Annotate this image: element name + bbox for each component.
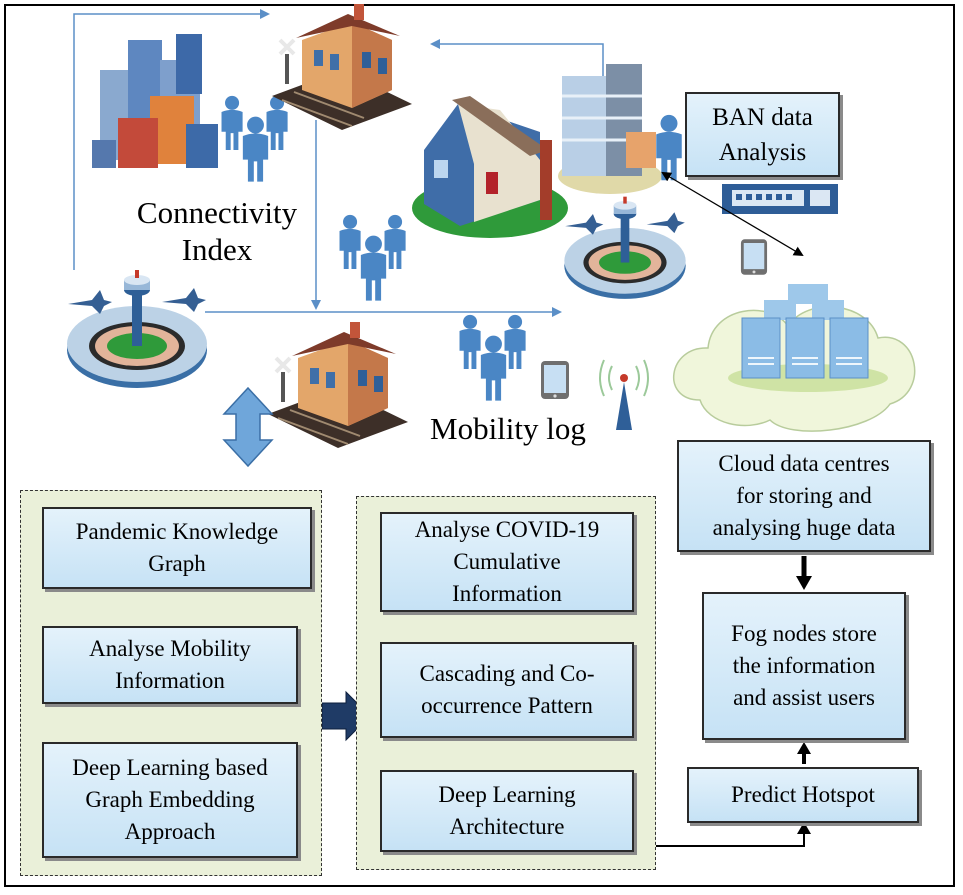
crowd-icon [340, 215, 406, 301]
mobility-log-label: Mobility log [430, 411, 586, 446]
house-icon [412, 96, 568, 238]
city-skyline-icon [92, 34, 218, 168]
airport-tower-icon [67, 270, 207, 388]
network-switch-icon [722, 184, 838, 214]
ban-link-arrow [661, 171, 804, 257]
tablet-icon [740, 239, 768, 275]
crowd-icon [460, 315, 526, 401]
user-icon [656, 114, 682, 181]
office-building-icon [558, 64, 662, 194]
train-station-icon [268, 320, 408, 448]
cascading-pattern-box: Cascading and Co-occurrence Pattern [380, 642, 634, 738]
diagram-frame [4, 4, 955, 887]
bidirectional-arrow [222, 386, 274, 468]
airport-tower-icon [564, 196, 686, 299]
connectivity-index-label: Connectivity Index [136, 195, 298, 268]
predict-hotspot-box: Predict Hotspot [687, 767, 919, 823]
crowd-icon [222, 96, 288, 182]
tablet-icon [541, 361, 569, 399]
train-station-icon [272, 2, 412, 130]
cell-tower-icon [599, 359, 649, 430]
cloud-server-icon [673, 284, 916, 432]
